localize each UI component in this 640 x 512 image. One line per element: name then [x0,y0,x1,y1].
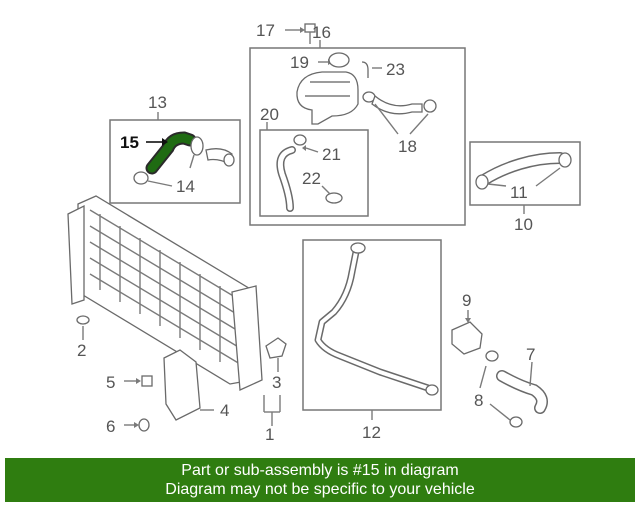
callout-11: 11 [510,183,528,202]
hose-15-highlight[interactable] [147,133,195,173]
banner-line-1: Part or sub-assembly is #15 in diagram [181,462,459,479]
hose-10[interactable] [479,153,565,185]
box-10 [469,141,581,206]
part-3[interactable] [265,337,287,359]
reservoir-tank[interactable] [296,71,359,125]
callout-2: 2 [77,341,86,360]
banner-line-2: Diagram may not be specific to your vehi… [165,481,475,498]
callout-21: 21 [322,145,341,164]
hose-23[interactable] [361,61,369,78]
callout-18: 18 [398,137,417,156]
hose-20[interactable] [277,147,295,211]
cap-19[interactable] [328,52,350,68]
callout-17: 17 [256,21,275,40]
callout-10: 10 [514,215,533,234]
clamp-8[interactable] [509,416,523,428]
part-6[interactable] [138,418,150,432]
hose-18[interactable] [371,94,423,115]
callout-4: 4 [220,401,229,420]
callout-12: 12 [362,423,381,442]
clamp-14a[interactable] [190,136,204,156]
callout-19: 19 [290,53,309,72]
housing-9[interactable] [451,321,483,355]
callout-1: 1 [265,425,274,444]
callout-20: 20 [260,105,279,124]
clamp-22[interactable] [325,192,343,204]
callout-13: 13 [148,93,167,112]
callout-9: 9 [462,291,471,310]
bracket-4[interactable] [163,349,201,421]
callout-8: 8 [474,391,483,410]
part-2[interactable] [76,315,90,325]
callout-7: 7 [526,345,535,364]
callout-23: 23 [386,60,405,79]
tube-12[interactable] [316,251,429,390]
callout-3: 3 [272,373,281,392]
info-banner: Part or sub-assembly is #15 in diagram D… [5,458,635,502]
bolt-5[interactable] [141,375,153,387]
hose-7[interactable] [497,371,547,413]
callout-22: 22 [302,169,321,188]
box-20 [259,129,369,217]
callout-6: 6 [106,417,115,436]
clamp-14b[interactable] [133,171,149,185]
callout-5: 5 [106,373,115,392]
callout-15[interactable]: 15 [120,133,139,152]
callout-16: 16 [312,23,331,42]
callout-14: 14 [176,177,195,196]
box-13 [109,119,241,204]
radiator[interactable] [67,195,263,391]
clamp-21[interactable] [293,134,307,146]
box-16 [249,47,466,226]
